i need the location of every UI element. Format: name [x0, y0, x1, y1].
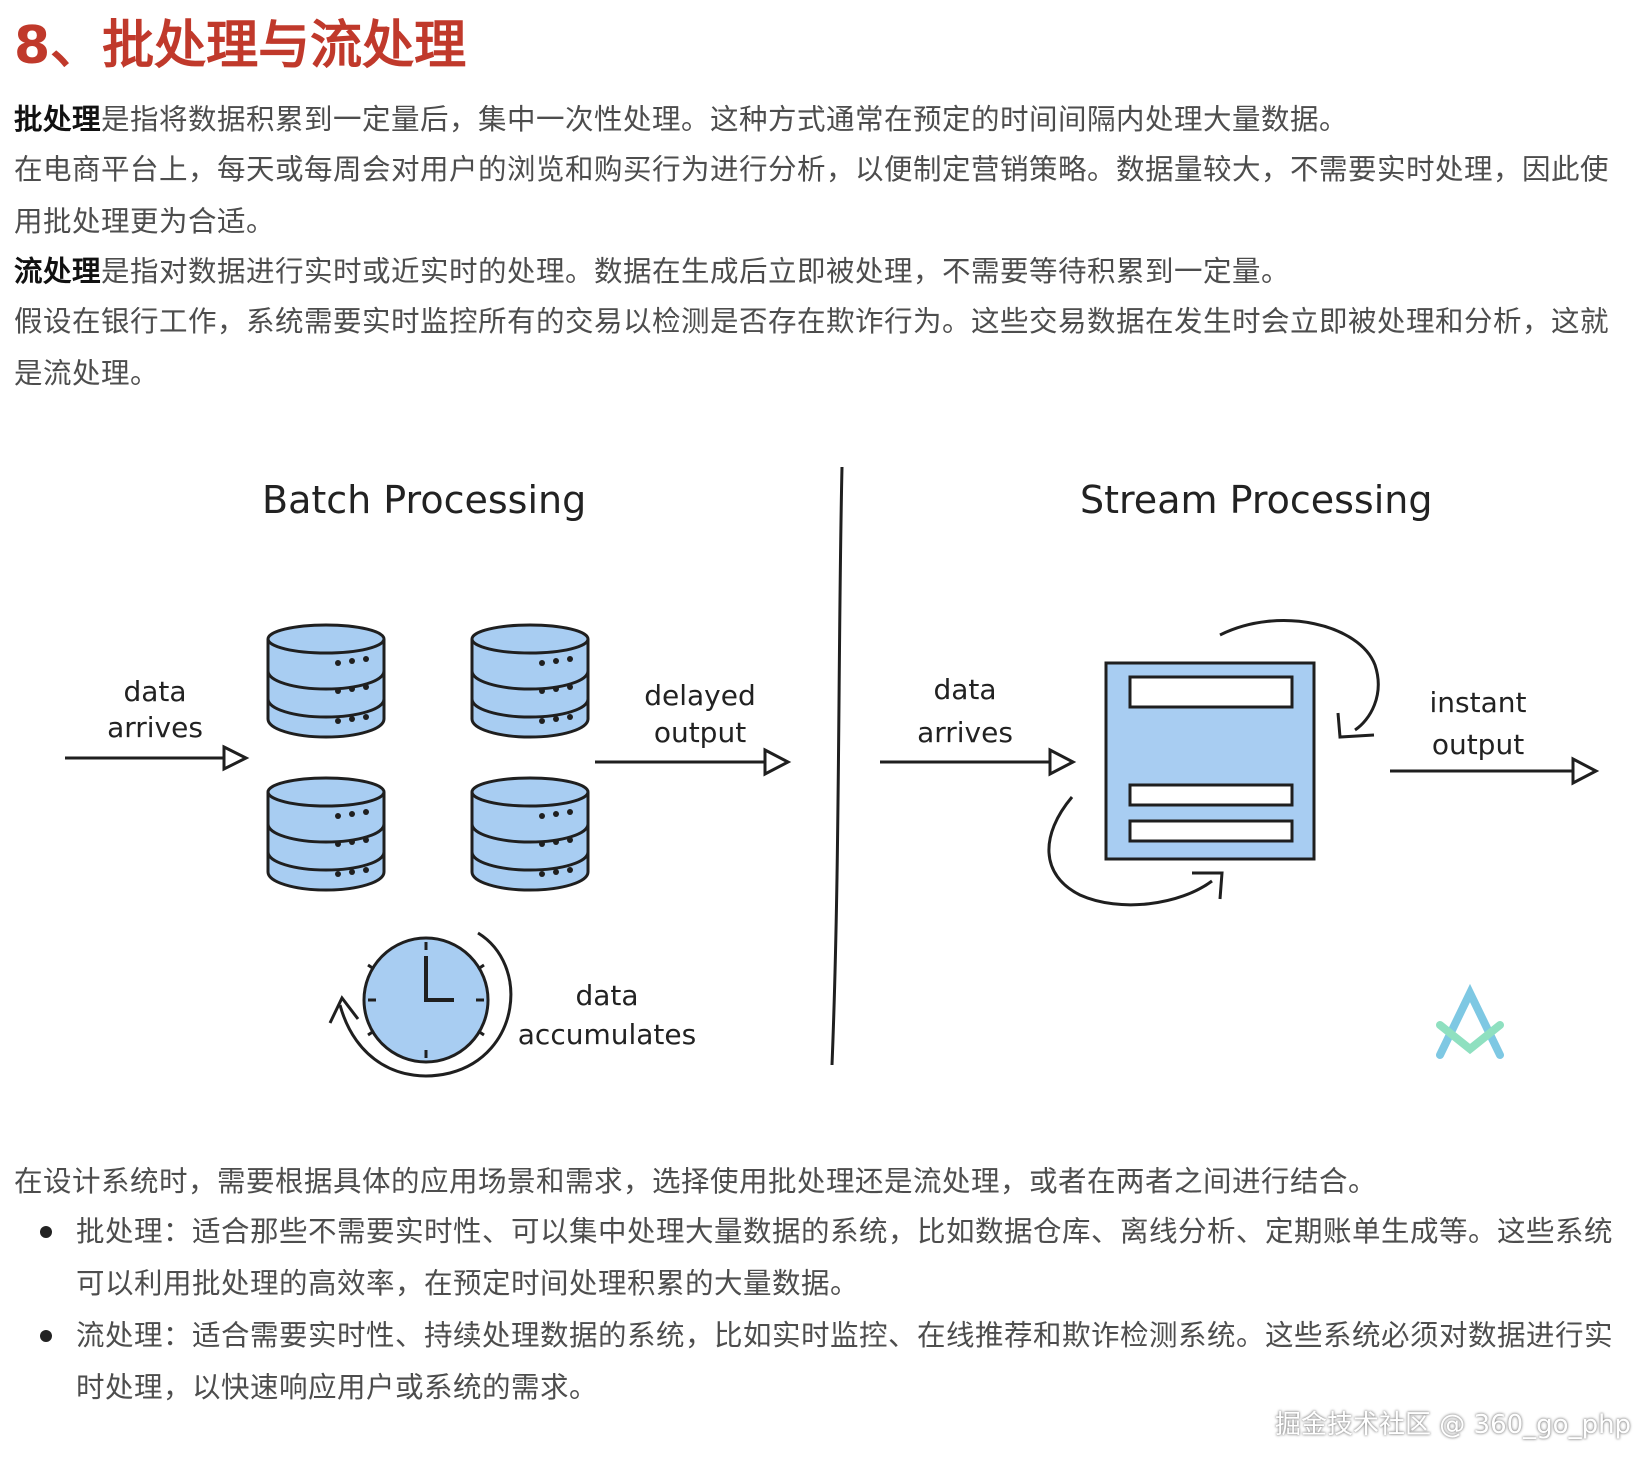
- list-item-text: 流处理：适合需要实时性、持续处理数据的系统，比如实时监控、在线推荐和欺诈检测系统…: [76, 1319, 1614, 1404]
- database-icon: [470, 623, 590, 739]
- section-title: 8、批处理与流处理: [14, 16, 467, 76]
- stream-processor-box: [1104, 661, 1316, 861]
- list-item: 批处理：适合那些不需要实时性、可以集中处理大量数据的系统，比如数据仓库、离线分析…: [14, 1206, 1634, 1310]
- batch-vs-stream-diagram: Batch Processing data arrives delayed ou…: [0, 445, 1642, 1145]
- list-item: 流处理：适合需要实时性、持续处理数据的系统，比如实时监控、在线推荐和欺诈检测系统…: [14, 1310, 1634, 1414]
- bullet-dot-icon: [40, 1330, 52, 1342]
- clock-label-1: data: [575, 979, 638, 1012]
- clock-label-2: accumulates: [518, 1018, 696, 1051]
- database-icon: [470, 776, 590, 892]
- divider-line: [830, 466, 844, 1066]
- batch-example: 在电商平台上，每天或每周会对用户的浏览和购买行为进行分析，以便制定营销策略。数据…: [14, 153, 1610, 238]
- database-icon: [266, 776, 386, 892]
- batch-input-arrow: [65, 744, 250, 772]
- batch-definition: 批处理是指将数据积累到一定量后，集中一次性处理。这种方式通常在预定的时间间隔内处…: [14, 94, 1634, 146]
- clock-icon: [328, 931, 513, 1078]
- list-item-text: 批处理：适合那些不需要实时性、可以集中处理大量数据的系统，比如数据仓库、离线分析…: [76, 1215, 1614, 1300]
- stream-output-arrow: [1390, 756, 1600, 786]
- batch-input-label-2: arrives: [107, 711, 203, 744]
- stream-output-label-1: instant: [1430, 686, 1527, 719]
- batch-output-label-2: output: [654, 716, 746, 749]
- batch-term: 批处理: [14, 103, 102, 136]
- summary-paragraph: 在设计系统时，需要根据具体的应用场景和需求，选择使用批处理还是流处理，或者在两者…: [14, 1165, 1378, 1198]
- stream-input-arrow: [880, 747, 1077, 777]
- batch-heading: Batch Processing: [262, 478, 586, 522]
- diagram-svg: Batch Processing data arrives delayed ou…: [65, 466, 1600, 1078]
- batch-output-label-1: delayed: [644, 679, 756, 712]
- database-icon: [266, 623, 386, 739]
- scenario-list: 批处理：适合那些不需要实时性、可以集中处理大量数据的系统，比如数据仓库、离线分析…: [14, 1206, 1634, 1414]
- loop-arrow-icon: [1047, 619, 1380, 907]
- stream-example: 假设在银行工作，系统需要实时监控所有的交易以检测是否存在欺诈行为。这些交易数据在…: [14, 305, 1610, 390]
- stream-definition-text: 是指对数据进行实时或近实时的处理。数据在生成后立即被处理，不需要等待积累到一定量…: [101, 255, 1291, 288]
- stream-definition: 流处理是指对数据进行实时或近实时的处理。数据在生成后立即被处理，不需要等待积累到…: [14, 246, 1634, 298]
- stream-term: 流处理: [14, 255, 102, 288]
- batch-input-label-1: data: [123, 675, 186, 708]
- stream-input-label-2: arrives: [917, 716, 1013, 749]
- stream-input-label-1: data: [933, 673, 996, 706]
- logo-icon: [1436, 983, 1504, 1059]
- watermark: 掘金技术社区 @ 360_go_php: [1275, 1410, 1632, 1440]
- stream-heading: Stream Processing: [1080, 478, 1432, 522]
- batch-output-arrow: [595, 747, 792, 777]
- bullet-dot-icon: [40, 1226, 52, 1238]
- stream-output-label-2: output: [1432, 728, 1524, 761]
- batch-definition-text: 是指将数据积累到一定量后，集中一次性处理。这种方式通常在预定的时间间隔内处理大量…: [101, 103, 1349, 136]
